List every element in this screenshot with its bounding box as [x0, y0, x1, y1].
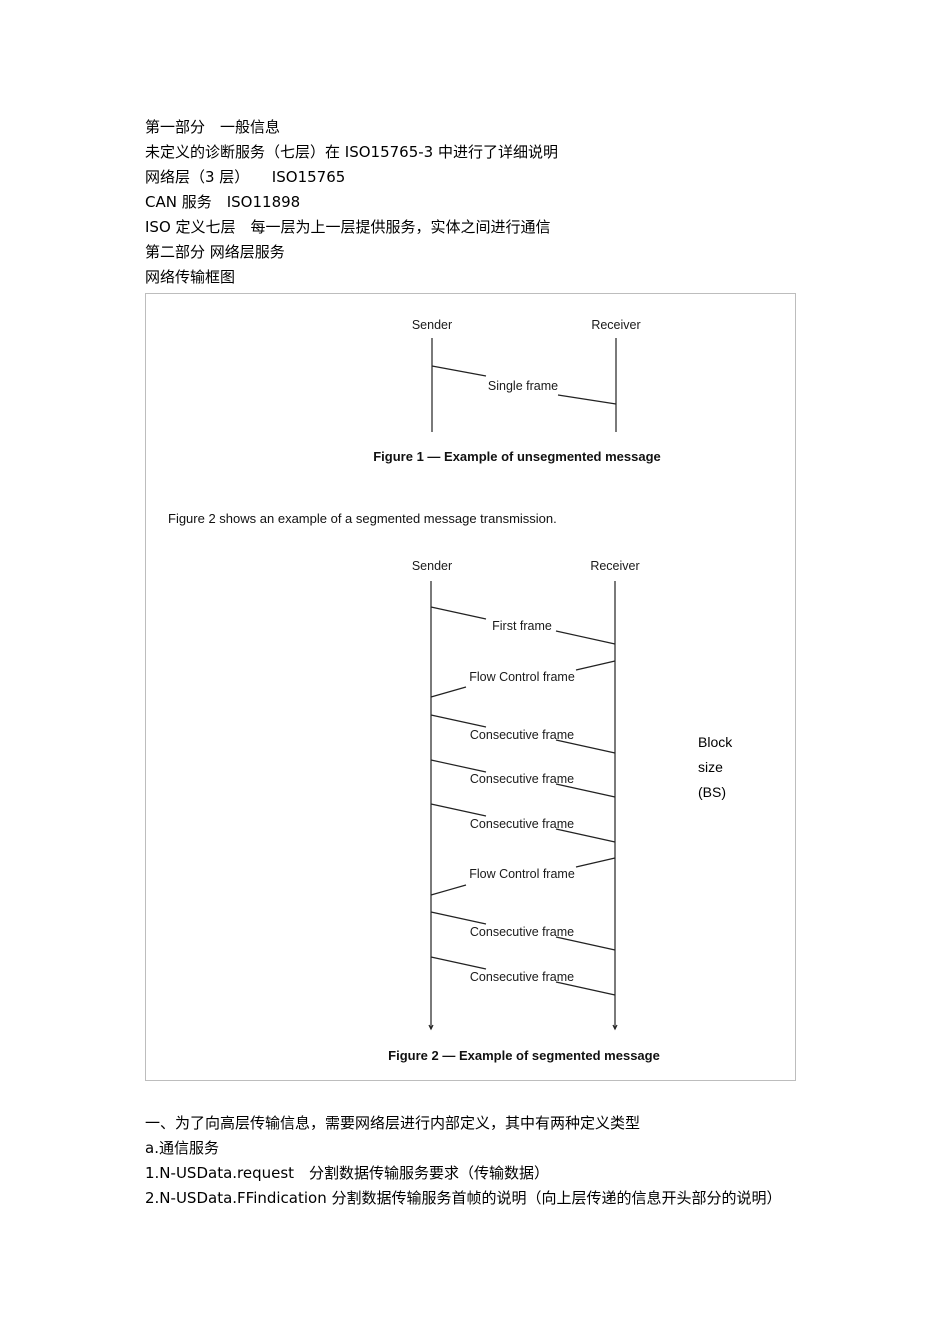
fig2-msg-flow-control: Flow Control frame — [469, 670, 575, 684]
fig2-msg-consecutive: Consecutive frame — [470, 925, 574, 939]
fig2-caption: Figure 2 — Example of segmented message — [388, 1048, 660, 1063]
text-line: 一、为了向高层传输信息，需要网络层进行内部定义，其中有两种定义类型 — [145, 1114, 641, 1132]
fig2-msg-consecutive: Consecutive frame — [470, 728, 574, 742]
fig1-message-arrow-tail — [557, 394, 617, 405]
block-size-label: Block — [698, 734, 733, 750]
fig2-receiver-lifeline-end — [612, 1024, 618, 1031]
fig2-msg-arrow — [575, 857, 616, 868]
section-heading-part-two: 第二部分 网络层服务 — [145, 243, 285, 261]
text-line: 2.N-USData.FFindication 分割数据传输服务首帧的说明（向上… — [145, 1189, 782, 1207]
fig2-sender-lifeline-end — [428, 1024, 434, 1031]
fig2-msg-arrow — [430, 803, 487, 817]
fig1-caption: Figure 1 — Example of unsegmented messag… — [373, 449, 661, 464]
fig1-sender-label: Sender — [412, 318, 452, 332]
figure-title: 网络传输框图 — [145, 268, 236, 286]
fig1-receiver-label: Receiver — [591, 318, 640, 332]
fig2-msg-arrow — [430, 956, 487, 970]
fig2-msg-arrow-tail — [555, 936, 616, 951]
fig2-msg-arrow — [430, 759, 487, 773]
fig1-message-arrow — [431, 365, 487, 377]
fig2-msg-arrow-tail — [555, 630, 616, 645]
fig2-msg-first-frame: First frame — [492, 619, 552, 633]
fig2-msg-consecutive: Consecutive frame — [470, 817, 574, 831]
fig1-message-label: Single frame — [488, 379, 558, 393]
fig2-msg-arrow-tail — [430, 884, 467, 896]
text-line: CAN 服务 ISO11898 — [145, 193, 301, 211]
fig2-msg-arrow — [430, 911, 487, 925]
fig2-receiver-label: Receiver — [590, 559, 639, 573]
fig2-msg-arrow-tail — [555, 981, 616, 996]
fig2-msg-arrow-tail — [430, 686, 467, 698]
text-line: 网络层（3 层） ISO15765 — [145, 168, 346, 186]
section-heading-part-one: 第一部分 一般信息 — [145, 118, 281, 136]
block-size-label: (BS) — [698, 784, 726, 800]
fig2-msg-arrow-tail — [555, 739, 616, 754]
fig2-sender-label: Sender — [412, 559, 452, 573]
fig2-msg-arrow — [430, 714, 487, 728]
fig2-msg-consecutive: Consecutive frame — [470, 772, 574, 786]
fig2-msg-arrow — [575, 660, 616, 671]
fig2-msg-arrow-tail — [555, 783, 616, 798]
sequence-diagrams: Sender Receiver Single frame Figure 1 — … — [168, 318, 661, 1063]
text-line: ISO 定义七层 每一层为上一层提供服务，实体之间进行通信 — [145, 218, 551, 236]
fig2-msg-consecutive: Consecutive frame — [470, 970, 574, 984]
text-line: a.通信服务 — [145, 1139, 219, 1157]
figure2-intro-text: Figure 2 shows an example of a segmented… — [168, 511, 557, 526]
fig2-msg-arrow-tail — [555, 828, 616, 843]
fig2-msg-arrow — [430, 606, 487, 620]
text-line: 1.N-USData.request 分割数据传输服务要求（传输数据） — [145, 1164, 550, 1182]
network-transmission-figure: Sender Receiver Single frame Figure 1 — … — [145, 293, 796, 1081]
text-line: 未定义的诊断服务（七层）在 ISO15765-3 中进行了详细说明 — [145, 143, 558, 161]
fig2-msg-flow-control: Flow Control frame — [469, 867, 575, 881]
block-size-label: size — [698, 759, 723, 775]
